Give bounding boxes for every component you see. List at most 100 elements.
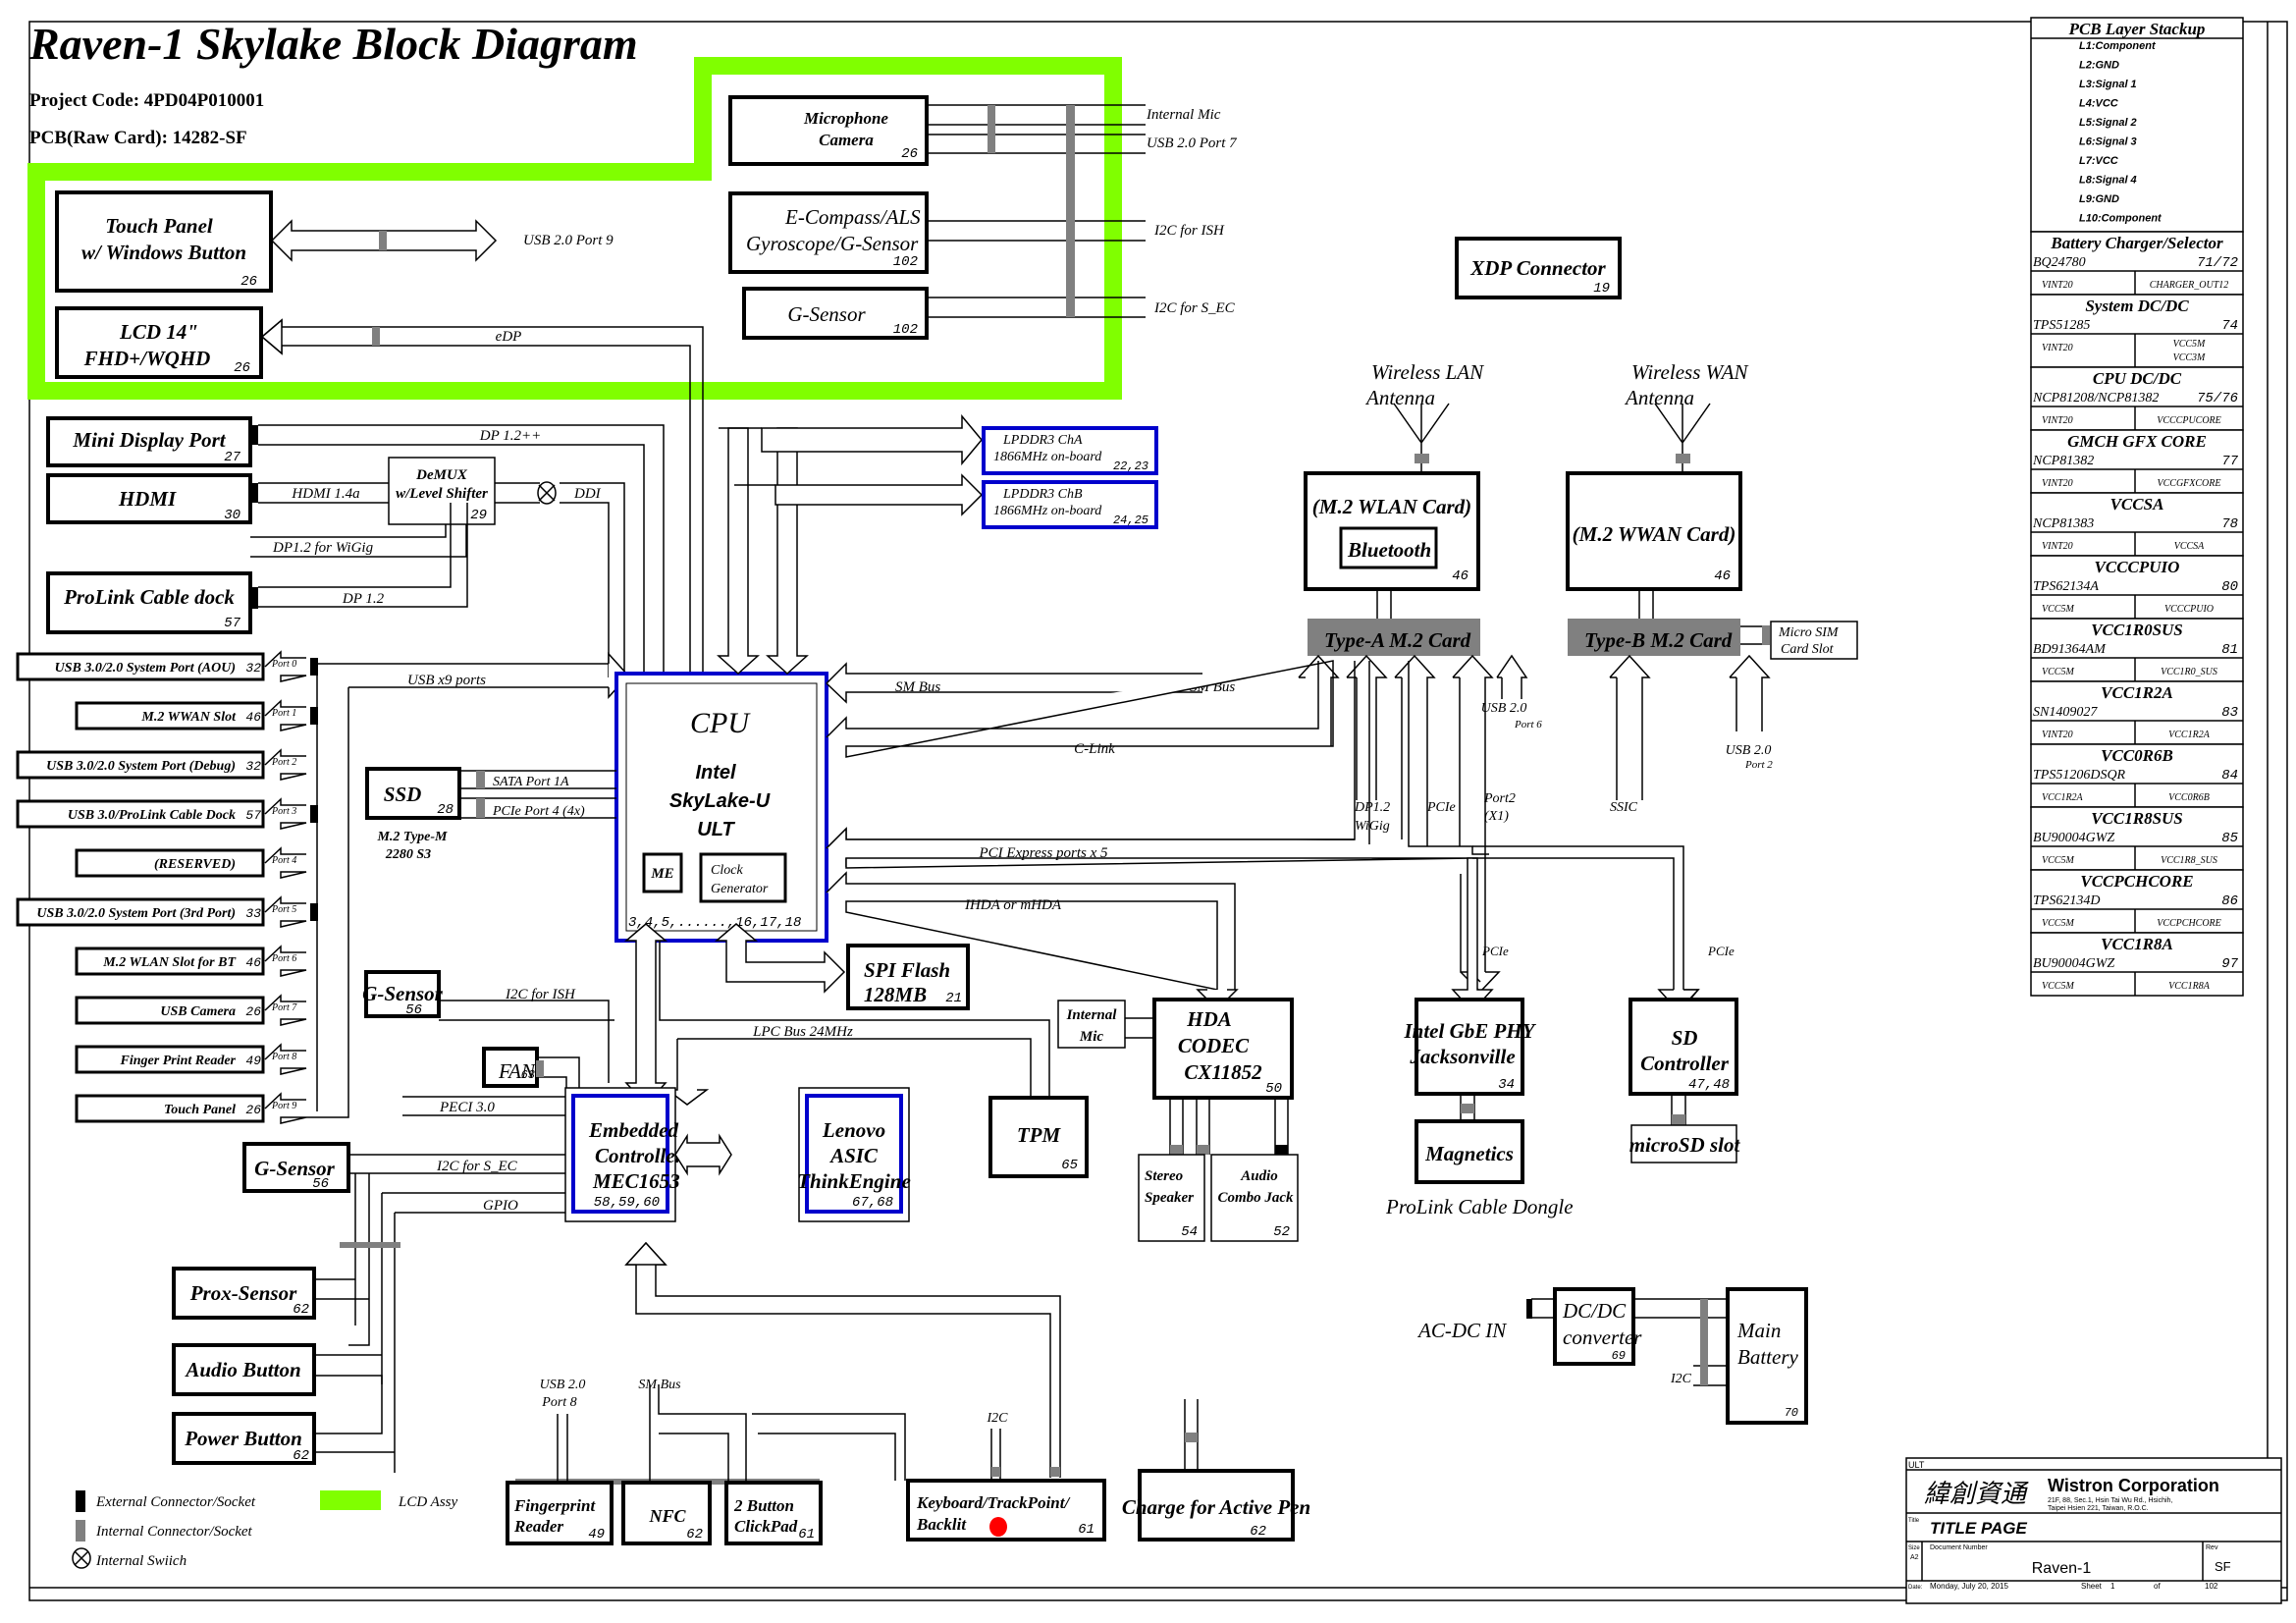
- power-rail-page: 97: [2221, 956, 2238, 972]
- battery-i2c-label: I2C: [1670, 1372, 1692, 1386]
- power-rail-title: VCCCPUIO: [2095, 558, 2180, 576]
- gbe-label-1: Intel GbE PHY: [1403, 1019, 1536, 1043]
- i2c-sec-ec-lines: [348, 1154, 565, 1174]
- hda-codec-block: HDA CODEC CX11852 50: [1152, 998, 1294, 1100]
- ssd-lines: [459, 770, 616, 819]
- internal-connector: [988, 105, 995, 153]
- usb-b-port-label: Port 2: [1744, 759, 1773, 771]
- power-rail-title: VCC1R2A: [2101, 683, 2173, 702]
- usb-port-arrow: [264, 748, 307, 781]
- power-rail-input: VCC5M: [2042, 604, 2074, 615]
- stackup-layer: L1:Component: [2079, 40, 2157, 52]
- lpddr3-chb-page: 24,25: [1113, 514, 1148, 527]
- power-rail-page: 75/76: [2197, 391, 2238, 406]
- lpddr3-cha-label-2: 1866MHz on-board: [993, 450, 1102, 464]
- lpddr3-chb-label-2: 1866MHz on-board: [993, 504, 1102, 518]
- i2c-sec-label: I2C for S_EC: [1153, 300, 1236, 316]
- power-rail-title: System DC/DC: [2085, 297, 2189, 315]
- power-rail-title: GMCH GFX CORE: [2067, 432, 2207, 451]
- usb-port-trunk: [306, 664, 349, 1118]
- lcd-label-2: FHD+/WQHD: [83, 347, 211, 370]
- port2-label: Port2: [1483, 791, 1516, 806]
- power-button-label: Power Button: [184, 1427, 302, 1450]
- trackpoint-icon: [989, 1517, 1007, 1537]
- usb-port-page: 49: [245, 1054, 261, 1068]
- sd-label-1: SD: [1672, 1026, 1698, 1050]
- mini-dp-label: Mini Display Port: [72, 428, 226, 452]
- ddi-label: DDI: [573, 486, 602, 502]
- wlan-card-page: 46: [1452, 568, 1468, 584]
- external-connector: [310, 707, 318, 725]
- legend-switch-icon: [72, 1547, 91, 1569]
- edp-label: eDP: [496, 329, 522, 345]
- wwan-card-label: (M.2 WWAN Card): [1573, 522, 1736, 546]
- acdc-lines: [1531, 1298, 1555, 1319]
- pcie-up-arrow: [1394, 654, 1436, 846]
- micro-sim-slot-block: Micro SIM Card Slot: [1770, 621, 1858, 660]
- fan-label: FAN: [498, 1059, 536, 1083]
- clickpad-block: 2 Button ClickPad 61: [724, 1481, 823, 1545]
- dp12-lines: [258, 503, 468, 608]
- microphone-camera-block: Microphone Camera 26: [728, 95, 929, 166]
- external-connector: [1526, 1299, 1532, 1319]
- wlan-antenna-label-1: Wireless LAN: [1371, 360, 1484, 384]
- wwan-card-block: (M.2 WWAN Card) 46: [1566, 471, 1742, 591]
- power-rail-title: CPU DC/DC: [2093, 369, 2182, 388]
- internal-connector: [1415, 454, 1429, 463]
- lcd-page: 26: [234, 360, 250, 376]
- clink-up-arrow: [1298, 654, 1340, 746]
- smbus-cpu-label: SM Bus: [895, 679, 940, 695]
- clickpad-label-1: 2 Button: [733, 1496, 794, 1515]
- spi-arrow: [714, 923, 846, 994]
- asic-label-1: Lenovo: [822, 1118, 885, 1142]
- legend-lcd-label: LCD Assy: [398, 1494, 457, 1510]
- hdmi-label: HDMI: [118, 487, 177, 511]
- gsensor-ish-label: G-Sensor: [362, 982, 444, 1005]
- mini-display-port-block: Mini Display Port 27: [46, 416, 258, 467]
- internal-connector: [1170, 1145, 1183, 1155]
- audio-button-lines: [314, 1354, 383, 1434]
- demux-block: DeMUX w/Level Shifter 29: [388, 457, 496, 525]
- dcdc-page: 69: [1612, 1349, 1626, 1363]
- lpddr3-cha-block: LPDDR3 ChA 1866MHz on-board 22,23: [982, 426, 1158, 475]
- cpu-memory-down-arrow-b: [766, 427, 809, 676]
- usb-port-label: USB 3.0/ProLink Cable Dock: [68, 808, 236, 823]
- power-rail-title: VCC0R6B: [2101, 746, 2173, 765]
- power-rail-output: VCCCPUIO: [2164, 604, 2214, 615]
- mic-camera-lines: [927, 104, 1146, 154]
- demux-label-2: w/Level Shifter: [396, 486, 488, 502]
- xdp-label: XDP Connector: [1469, 256, 1606, 280]
- hda-page: 50: [1265, 1081, 1282, 1097]
- diagram-title: Raven-1 Skylake Block Diagram: [28, 19, 638, 69]
- usb-port-number: Port 5: [271, 904, 296, 915]
- type-a-m2-card: Type-A M.2 Card: [1308, 619, 1480, 656]
- ihda-label: IHDA or mHDA: [964, 897, 1062, 913]
- prolink-dock-label: ProLink Cable dock: [63, 585, 235, 609]
- gbe-phy-block: Intel GbE PHY Jacksonville 34: [1403, 998, 1537, 1096]
- ssd-pcie-label: PCIe Port 4 (4x): [492, 804, 585, 819]
- gbe-page: 34: [1498, 1077, 1515, 1093]
- gsensor-lcd-lines: [927, 297, 1146, 318]
- pcie-port2-up-arrow: [1452, 654, 1494, 972]
- legend-external-label: External Connector/Socket: [95, 1494, 256, 1510]
- wireless-wigig-label: WiGig: [1355, 819, 1390, 834]
- gbe-label-2: Jacksonville: [1409, 1045, 1515, 1068]
- ssd-block: SSD 28 M.2 Type-M 2280 S3: [365, 767, 461, 862]
- i2c-ish-bus-label: I2C for ISH: [505, 987, 576, 1002]
- gsensor-lcd-block: G-Sensor 102: [742, 287, 929, 340]
- power-rail-output: VCC1R8_SUS: [2161, 855, 2217, 866]
- power-rail-chip: NCP81383: [2032, 516, 2094, 531]
- xdp-page: 19: [1593, 281, 1610, 297]
- wireless-dp12-label: DP1.2: [1354, 800, 1390, 815]
- company-address-2: Taipei Hsien 221, Taiwan, R.O.C.: [2048, 1505, 2149, 1512]
- magnetics-block: Magnetics: [1415, 1119, 1524, 1184]
- lpddr3-chb-label-1: LPDDR3 ChB: [1002, 487, 1083, 502]
